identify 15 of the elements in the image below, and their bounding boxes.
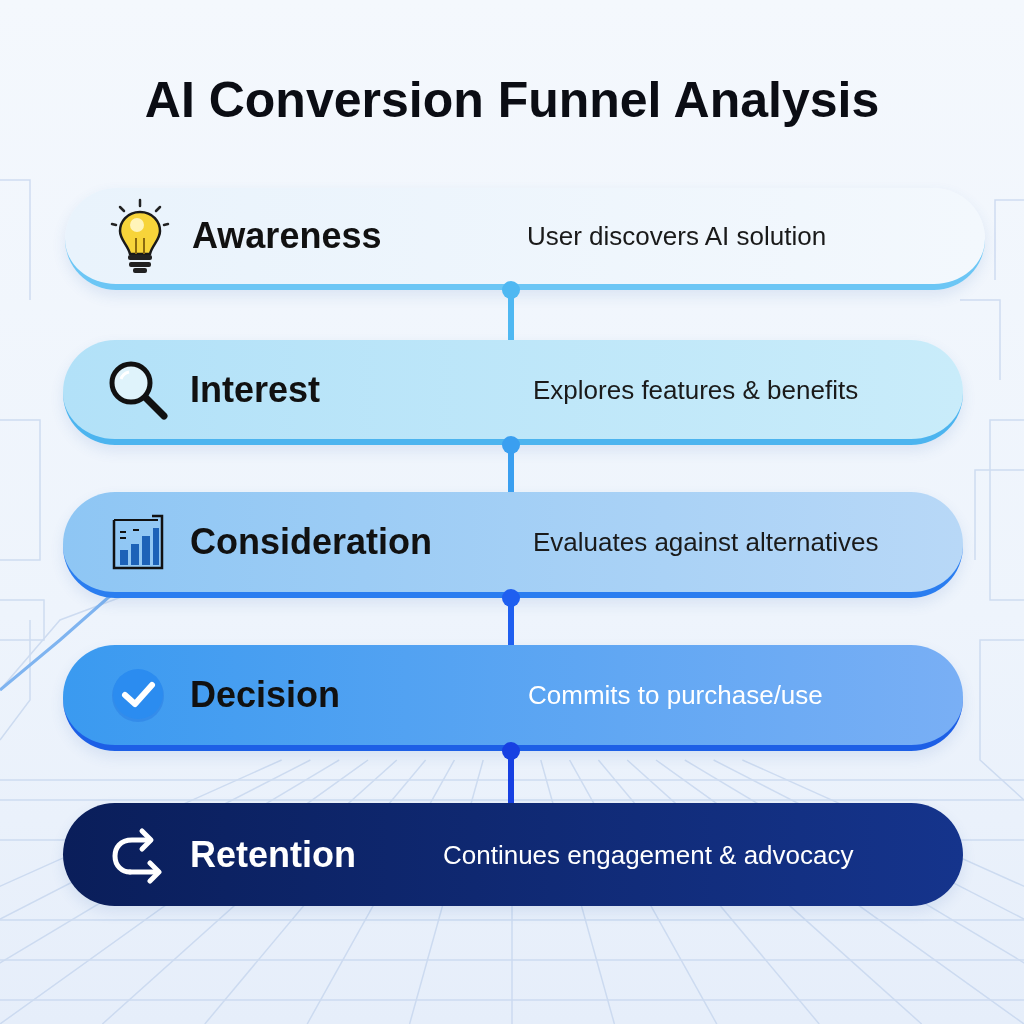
stage-description: Commits to purchase/use xyxy=(528,679,823,711)
title: AI Conversion Funnel Analysis xyxy=(143,71,881,130)
connector-line xyxy=(502,742,520,803)
stage-name: Interest xyxy=(190,368,321,411)
stage-name: Decision xyxy=(190,674,341,716)
stage-name: Retention xyxy=(190,833,356,876)
connector-line xyxy=(502,281,520,340)
stage-description: User discovers AI solution xyxy=(527,220,827,252)
stage-description: Explores features & benefits xyxy=(533,373,859,406)
connector-line xyxy=(502,436,520,492)
stage-name: Consideration xyxy=(190,521,432,563)
stage-description: Continues engagement & advocacy xyxy=(443,838,854,871)
stage-description: Evaluates against alternatives xyxy=(533,526,879,558)
stage-name: Awareness xyxy=(192,215,382,257)
connector-line xyxy=(502,589,520,645)
